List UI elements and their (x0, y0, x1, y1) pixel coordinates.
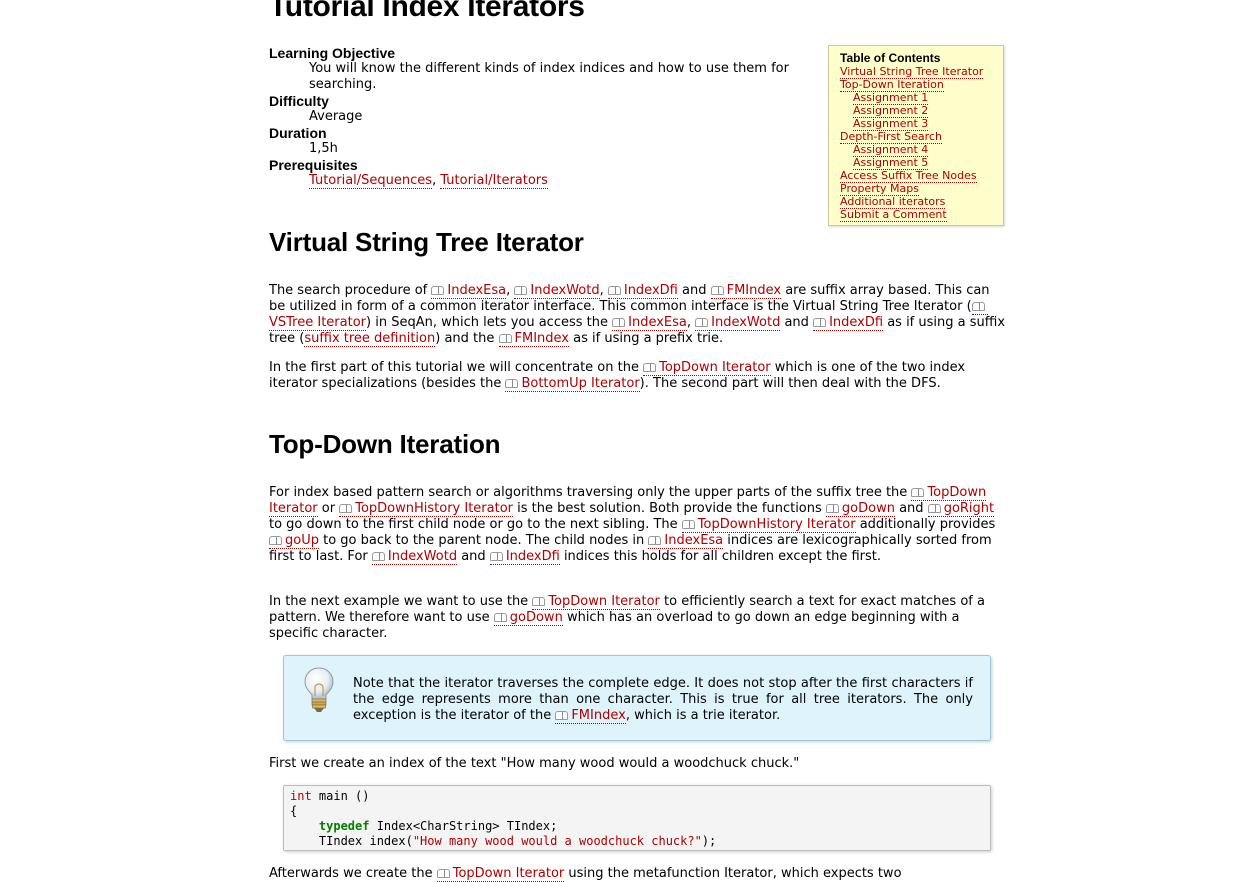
table-of-contents: Table of Contents Virtual String Tree It… (828, 45, 1004, 226)
prerequisites-label: Prerequisites (269, 157, 358, 173)
learning-objective-value: You will know the different kinds of ind… (309, 61, 789, 92)
toc-link-submit-comment[interactable]: Submit a Comment (840, 208, 947, 222)
prerequisites-value: Tutorial/Sequences, Tutorial/Iterators (309, 173, 829, 189)
toc-link-property-maps[interactable]: Property Maps (840, 182, 919, 196)
doc-link-fmindex[interactable]: FMIndex (498, 331, 569, 347)
toc-link-additional-iterators[interactable]: Additional iterators (840, 195, 946, 209)
toc-link-assignment-2[interactable]: Assignment 2 (853, 104, 929, 118)
toc-link-virtual-string-tree-iterator[interactable]: Virtual String Tree Iterator (840, 65, 984, 79)
doc-link-godown[interactable]: goDown (493, 610, 563, 626)
paragraph-topdown-intro: For index based pattern search or algori… (269, 485, 996, 565)
code-string: "How many wood would a woodchuck chuck?" (412, 834, 702, 848)
difficulty-value: Average (309, 109, 363, 124)
doc-link-goup[interactable]: goUp (269, 533, 319, 549)
paragraph-tutorial-parts: In the first part of this tutorial we wi… (269, 360, 966, 392)
prereq-separator: , (432, 173, 441, 188)
toc-link-top-down-iteration[interactable]: Top-Down Iteration (840, 78, 944, 92)
duration-value: 1,5h (309, 141, 338, 156)
doc-link-indexesa[interactable]: IndexEsa (648, 533, 724, 549)
lightbulb-icon (304, 667, 334, 712)
paragraph-create-index: First we create an index of the text "Ho… (269, 756, 800, 771)
difficulty-label: Difficulty (269, 93, 329, 109)
doc-link-indexesa[interactable]: IndexEsa (612, 315, 687, 331)
code-block: int main () { typedef Index<CharString> … (283, 785, 991, 851)
toc-link-assignment-4[interactable]: Assignment 4 (853, 143, 929, 157)
learning-objective-label: Learning Objective (269, 45, 396, 61)
section-heading-top-down-iteration: Top-Down Iteration (269, 429, 501, 459)
section-heading-virtual-string-tree-iterator: Virtual String Tree Iterator (269, 227, 584, 257)
code-keyword: int (290, 789, 312, 803)
doc-link-indexdfi[interactable]: IndexDfi (489, 549, 560, 565)
code-text: Index<CharString> TIndex; (369, 819, 558, 833)
note-text: Note that the iterator traverses the com… (353, 676, 973, 724)
doc-link-topdown-iterator[interactable]: TopDown Iterator (436, 866, 565, 882)
page-title: Tutorial Index Iterators (269, 0, 585, 23)
doc-link-topdownhistory-iterator[interactable]: TopDownHistory Iterator (681, 517, 856, 533)
doc-link-fmindex[interactable]: FMIndex (710, 283, 782, 299)
doc-link-indexdfi[interactable]: IndexDfi (607, 283, 678, 299)
code-text: TIndex index( (290, 834, 413, 848)
code-text: main () (311, 789, 370, 803)
doc-link-topdown-iterator[interactable]: TopDown Iterator (643, 360, 771, 376)
doc-link-vstree-iterator[interactable]: VSTree Iterator (269, 299, 988, 331)
toc-link-depth-first-search[interactable]: Depth-First Search (840, 130, 942, 144)
paragraph-search-example: In the next example we want to use the T… (269, 594, 985, 641)
doc-link-topdownhistory-iterator[interactable]: TopDownHistory Iterator (339, 501, 514, 517)
info-note-box: Note that the iterator traverses the com… (283, 655, 991, 741)
doc-link-topdown-iterator[interactable]: TopDown Iterator (532, 594, 660, 610)
code-keyword: typedef (318, 819, 370, 833)
doc-link-indexwotd[interactable]: IndexWotd (695, 315, 781, 331)
doc-link-bottomup-iterator[interactable]: BottomUp Iterator (505, 376, 640, 392)
doc-link-fmindex[interactable]: FMIndex (555, 708, 626, 724)
doc-link-indexdfi[interactable]: IndexDfi (813, 315, 884, 331)
toc-link-assignment-5[interactable]: Assignment 5 (853, 156, 929, 170)
doc-link-topdown-iterator[interactable]: TopDown Iterator (269, 485, 987, 517)
link-suffix-tree-definition[interactable]: suffix tree definition (304, 331, 436, 347)
toc-link-assignment-3[interactable]: Assignment 3 (853, 117, 929, 131)
doc-link-indexwotd[interactable]: IndexWotd (514, 283, 600, 299)
doc-link-indexwotd[interactable]: IndexWotd (371, 549, 458, 565)
code-text: ); (701, 834, 717, 848)
toc-link-assignment-1[interactable]: Assignment 1 (853, 91, 929, 105)
code-text: { (290, 804, 298, 818)
tutorial-metadata: Learning Objective You will know the dif… (269, 45, 829, 189)
duration-label: Duration (269, 125, 327, 141)
prereq-link-sequences[interactable]: Tutorial/Sequences (309, 173, 433, 189)
doc-link-indexesa[interactable]: IndexEsa (431, 283, 507, 299)
paragraph-create-iterator: Afterwards we create the TopDown Iterato… (269, 866, 902, 882)
toc-link-access-suffix-tree-nodes[interactable]: Access Suffix Tree Nodes (840, 169, 977, 183)
paragraph-suffix-array-intro: The search procedure of IndexEsa, IndexW… (269, 283, 1006, 347)
prereq-link-iterators[interactable]: Tutorial/Iterators (440, 173, 548, 189)
doc-link-goright[interactable]: goRight (927, 501, 995, 517)
doc-link-godown[interactable]: goDown (825, 501, 895, 517)
toc-title: Table of Contents (840, 51, 941, 65)
